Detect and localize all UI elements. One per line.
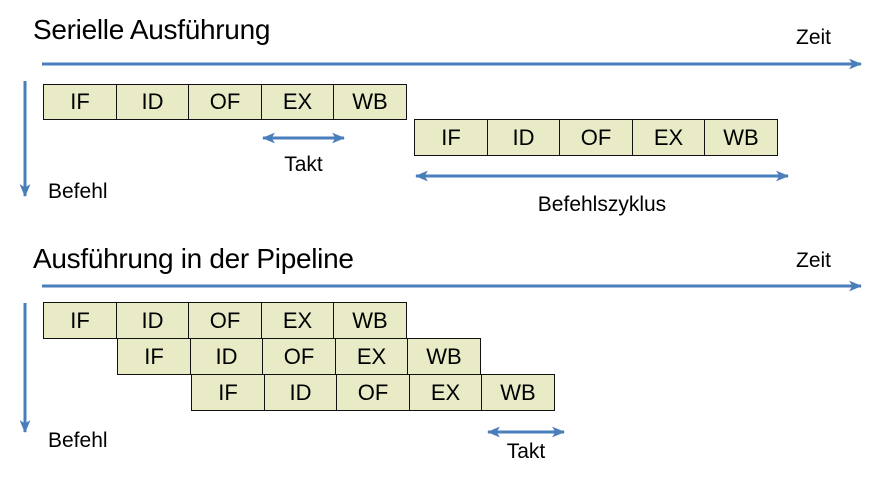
pipeline-stage-cell: IF xyxy=(414,119,488,156)
pipeline-stage-cell: ID xyxy=(115,84,190,120)
instruction-cycle-label: Befehlszyklus xyxy=(537,193,667,216)
pipeline-stage-cell: IF xyxy=(43,302,117,339)
pipeline-time-axis-label: Zeit xyxy=(796,249,832,272)
pipeline-instruction-axis-label: Befehl xyxy=(48,429,108,452)
pipeline-stage-cell: EX xyxy=(260,84,335,120)
pipeline-stage-cell: IF xyxy=(43,84,117,120)
serial-instruction-axis-label: Befehl xyxy=(48,180,108,203)
pipeline-stage-cell: ID xyxy=(263,374,338,411)
serial-time-axis-label: Zeit xyxy=(796,26,832,49)
section-title-serial: Serielle Ausführung xyxy=(33,14,271,45)
pipeline-stage-cell: OF xyxy=(188,302,262,339)
pipeline-stage-cell: ID xyxy=(189,338,264,375)
pipeline-stage-cell: OF xyxy=(336,374,410,411)
pipeline-stage-cell: IF xyxy=(191,374,265,411)
pipeline-stage-cell: WB xyxy=(333,302,407,339)
pipeline-stage-cell: EX xyxy=(408,374,483,411)
pipeline-stage-cell: ID xyxy=(115,302,190,339)
pipeline-stage-cell: WB xyxy=(704,119,778,156)
pipeline-stage-cell: ID xyxy=(486,119,561,156)
pipeline-stage-cell: EX xyxy=(631,119,706,156)
pipeline-stage-cell: OF xyxy=(559,119,633,156)
pipeline-stage-cell: EX xyxy=(260,302,335,339)
serial-clock-label: Takt xyxy=(284,153,323,176)
pipeline-clock-label: Takt xyxy=(506,440,546,463)
pipeline-stage-cell: OF xyxy=(262,338,336,375)
pipeline-stage-cell: OF xyxy=(188,84,262,120)
section-title-pipeline: Ausführung in der Pipeline xyxy=(33,243,354,274)
pipeline-stage-cell: IF xyxy=(117,338,191,375)
pipeline-stage-cell: WB xyxy=(333,84,407,120)
pipeline-stage-cell: WB xyxy=(481,374,555,411)
pipeline-stage-cell: EX xyxy=(334,338,409,375)
pipeline-stage-cell: WB xyxy=(407,338,481,375)
